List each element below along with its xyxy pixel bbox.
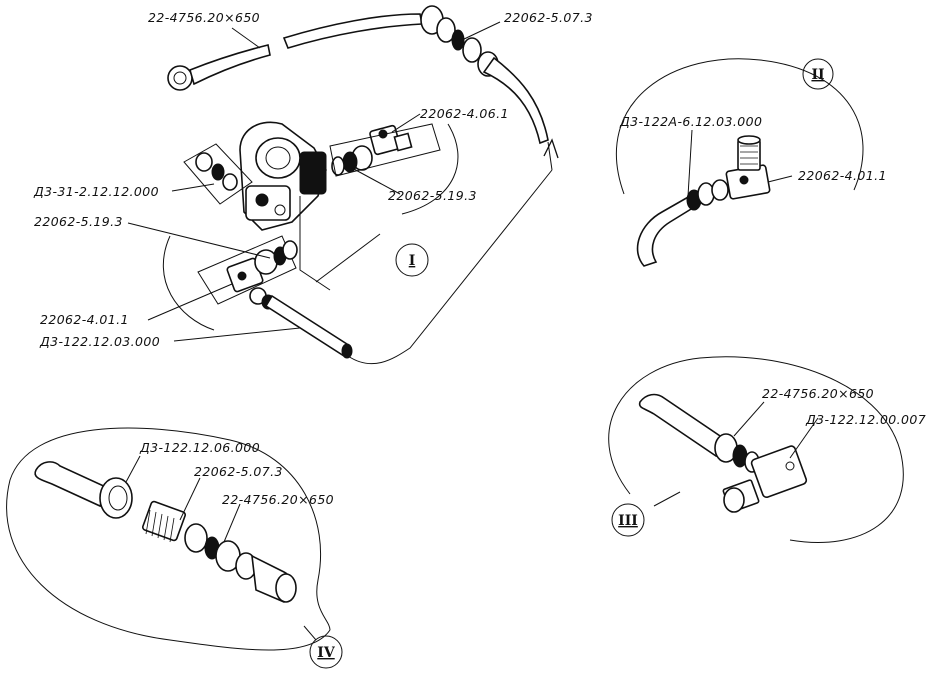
label-fitting-iv: 22062-5.07.3 xyxy=(194,464,283,479)
label-tee-401: 22062-4.01.1 xyxy=(40,312,129,327)
label-hose-top: 22-4756.20×650 xyxy=(148,10,260,25)
pump-body xyxy=(239,121,327,231)
lower-tee xyxy=(197,235,353,359)
label-pipe-iii: Д3-122.12.00.007 xyxy=(805,412,926,427)
fitting-d3-31 xyxy=(183,143,253,205)
connector-406 xyxy=(329,123,441,177)
label-nipple-519-a: 22062-5.19.3 xyxy=(388,188,477,203)
block-iii xyxy=(750,445,808,498)
view-iv-boundary xyxy=(6,427,331,651)
main-assembly xyxy=(162,5,559,365)
pipe-iv xyxy=(34,461,110,508)
pipe-ii xyxy=(636,194,698,267)
view-iii-boundary xyxy=(608,356,904,543)
top-hose xyxy=(167,5,549,145)
flow-arrow xyxy=(543,138,559,159)
view-ii xyxy=(616,58,864,267)
leader-lines-main xyxy=(127,21,501,342)
view-iv xyxy=(6,427,343,669)
view-iii xyxy=(608,356,904,543)
callouts: 22-4756.20×650 22062-5.07.3 22062-4.06.1… xyxy=(33,10,926,661)
label-pipe-main: Д3-122.12.03.000 xyxy=(39,334,160,349)
label-d3-31: Д3-31-2.12.12.000 xyxy=(33,184,159,199)
label-pipe-iv: Д3-122.12.06.000 xyxy=(139,440,260,455)
label-pipe-ii: Д3-122А-6.12.03.000 xyxy=(619,114,762,129)
flow-line xyxy=(347,169,553,365)
view-label-ii: II xyxy=(811,67,824,83)
label-connector-406: 22062-4.06.1 xyxy=(420,106,509,121)
view-ii-boundary xyxy=(616,58,864,195)
label-hose-iii: 22-4756.20×650 xyxy=(762,386,874,401)
label-fitting-top: 22062-5.07.3 xyxy=(504,10,593,25)
view-i-marker xyxy=(395,243,429,277)
view-label-iv: IV xyxy=(317,645,336,661)
label-hose-iv: 22-4756.20×650 xyxy=(222,492,334,507)
label-nipple-519-b: 22062-5.19.3 xyxy=(34,214,123,229)
view-label-i: I xyxy=(409,253,416,269)
view-i-boundary xyxy=(162,235,215,331)
label-tee-ii: 22062-4.01.1 xyxy=(798,168,887,183)
hose-iii xyxy=(638,393,728,458)
view-label-iii: III xyxy=(618,513,638,529)
